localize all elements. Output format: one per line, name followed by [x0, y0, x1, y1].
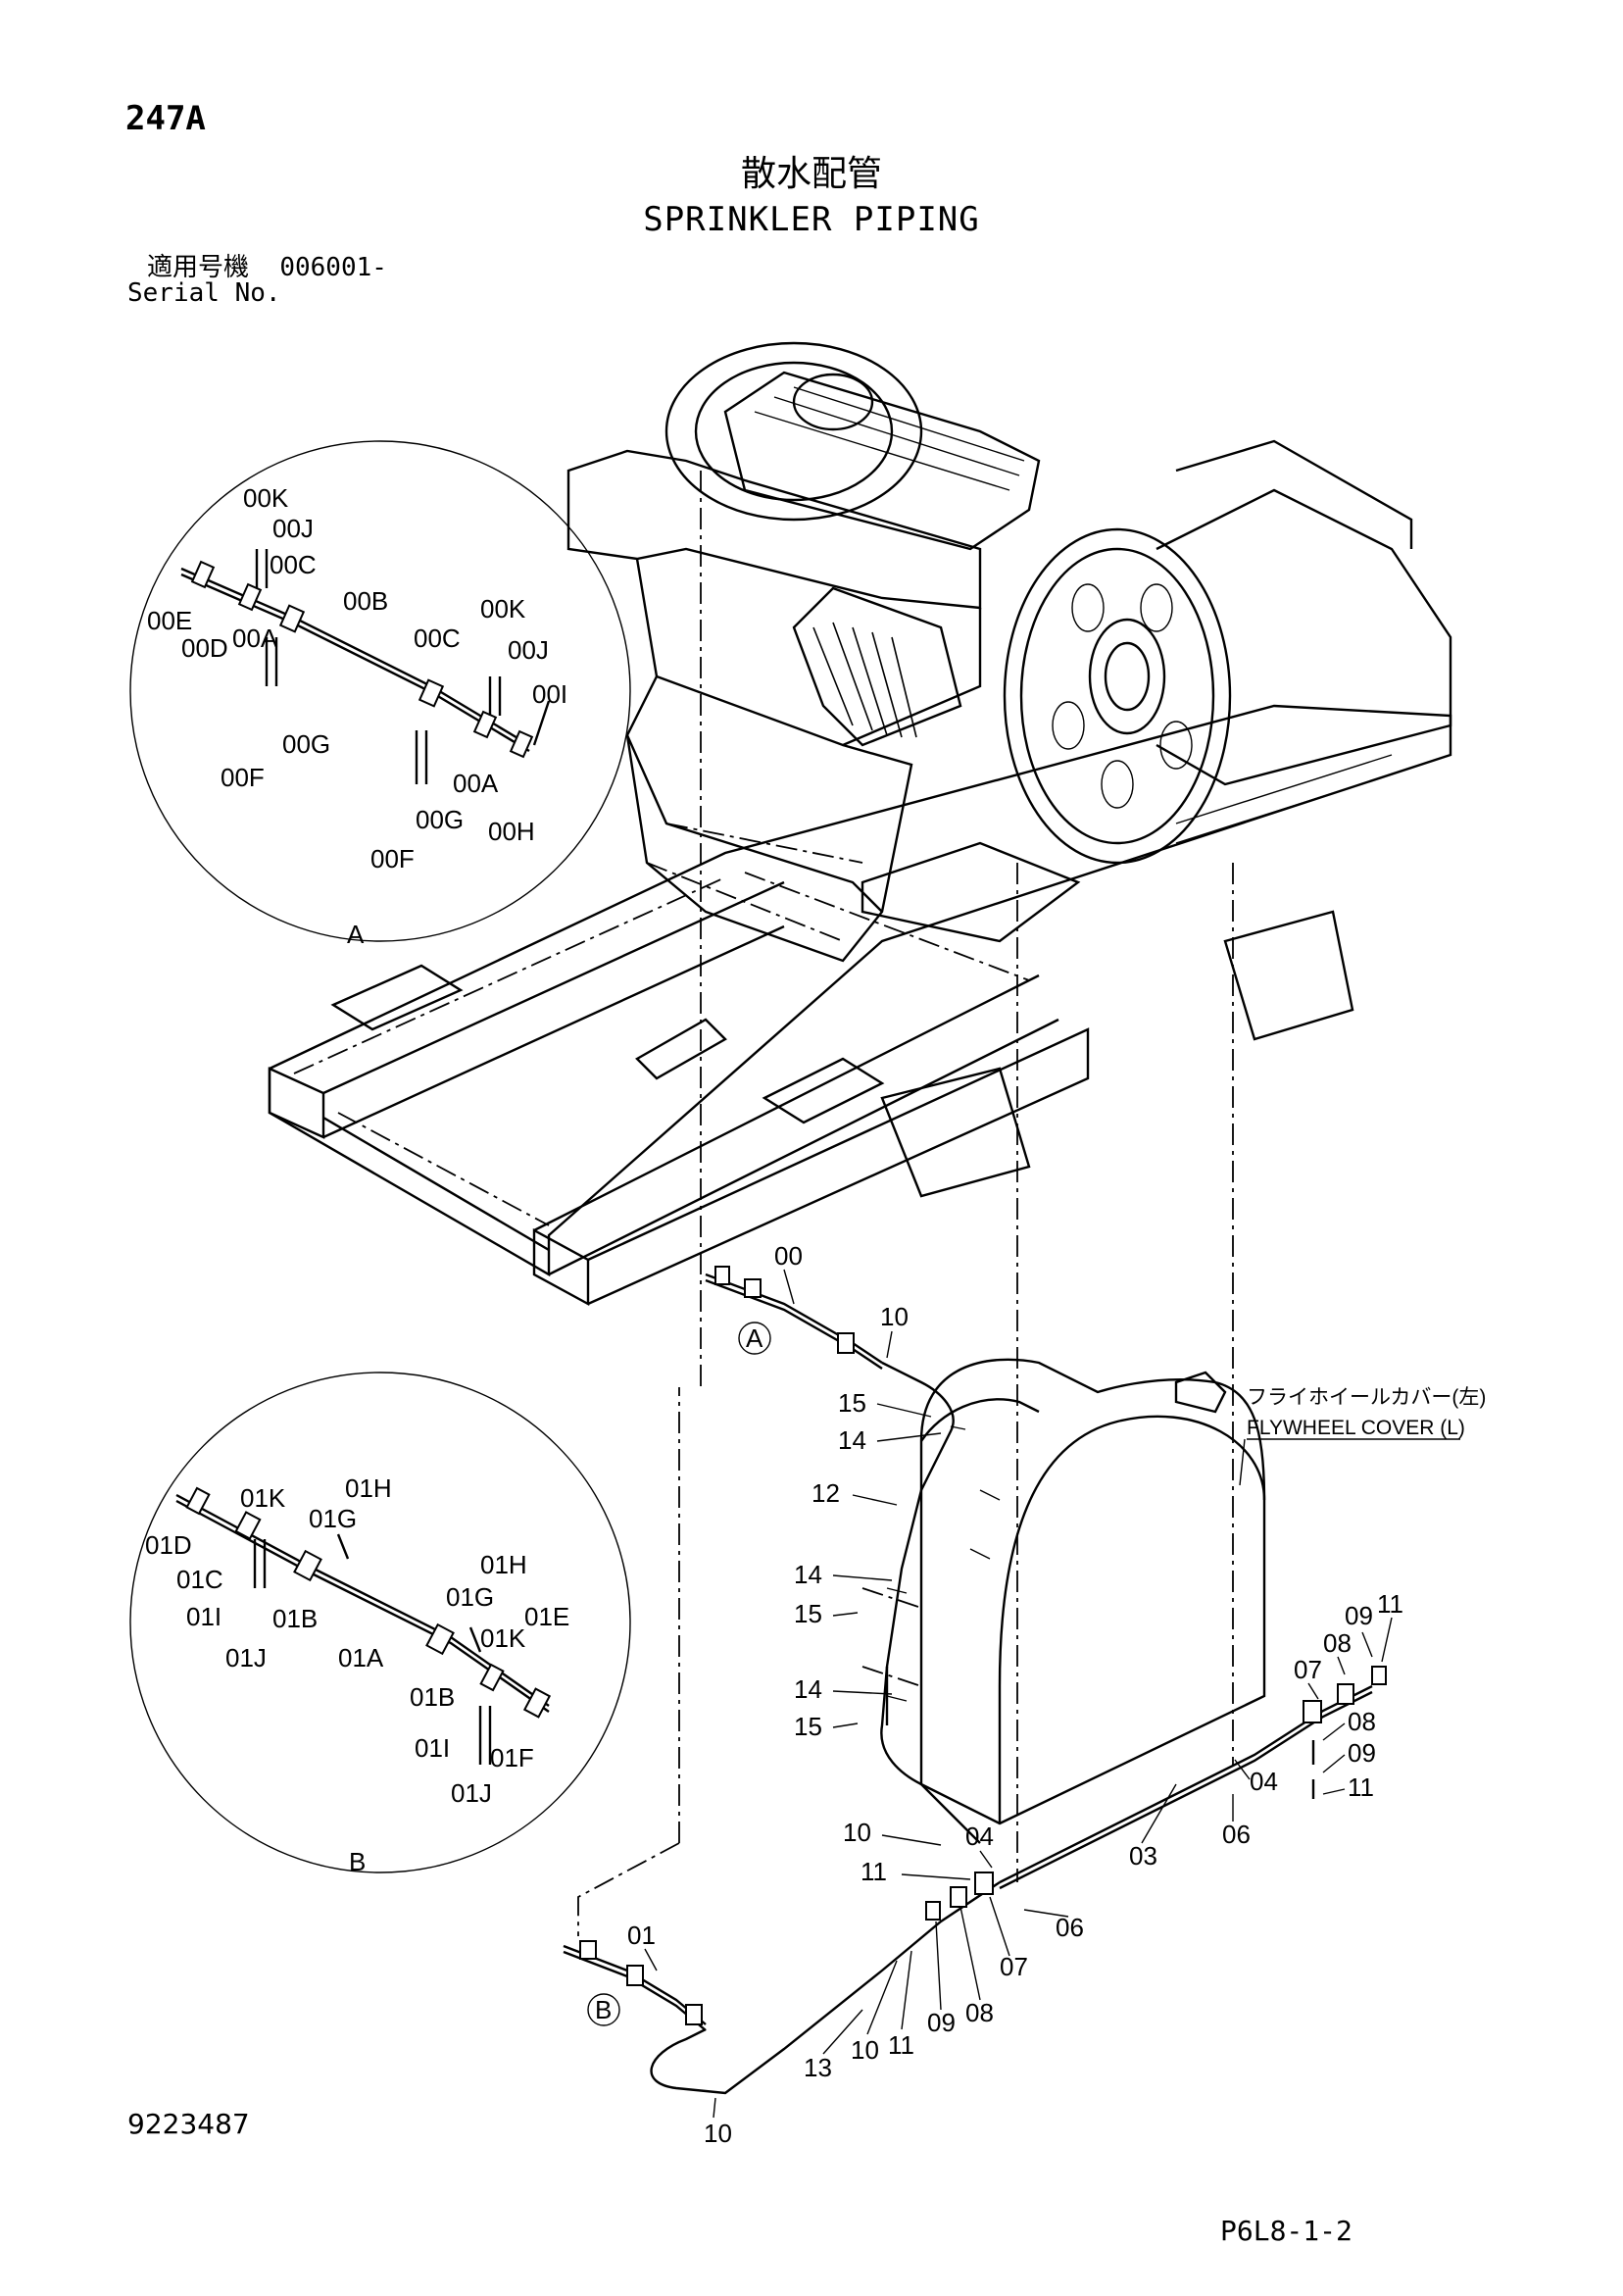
callout-14: 14: [838, 1425, 866, 1455]
label-00j-2: 00J: [508, 635, 549, 665]
label-01i: 01I: [186, 1602, 221, 1631]
callout-15-2: 15: [794, 1599, 822, 1628]
flywheel-label-jp: フライホイールカバー(左): [1247, 1386, 1486, 1409]
label-00f: 00F: [221, 763, 265, 792]
pipe-assembly-00: [705, 1266, 981, 1844]
label-00c: 00C: [270, 550, 317, 579]
callout-04: 04: [965, 1822, 994, 1851]
callout-09-3: 09: [1348, 1738, 1376, 1768]
callout-04-2: 04: [1250, 1767, 1278, 1796]
label-01h-2: 01H: [480, 1550, 527, 1579]
leader-lines: [644, 1269, 1393, 2119]
callout-11-3: 11: [1377, 1589, 1403, 1619]
label-00b: 00B: [343, 586, 388, 616]
callout-11: 11: [861, 1857, 887, 1886]
flywheel-label-en: FLYWHEEL COVER (L): [1247, 1417, 1465, 1439]
callout-10-2: 10: [843, 1818, 871, 1847]
label-00c-2: 00C: [414, 624, 461, 653]
machine-frame: [268, 341, 1452, 1882]
detail-circle-a: [129, 440, 631, 942]
callout-10-4: 10: [704, 2119, 732, 2148]
callout-03: 03: [1129, 1841, 1157, 1871]
detail-a-labels: 00K 00J 00C 00E 00D 00A 00B 00C 00K 00J …: [147, 483, 567, 949]
callout-15-3: 15: [794, 1712, 822, 1741]
callout-01: 01: [627, 1921, 656, 1950]
label-01j-2: 01J: [451, 1778, 492, 1808]
label-00h: 00H: [488, 817, 535, 846]
document-number: 9223487: [127, 2108, 250, 2140]
label-01g: 01G: [309, 1504, 357, 1533]
callout-14-2: 14: [794, 1560, 822, 1589]
callout-08-3: 08: [1348, 1707, 1376, 1736]
label-00a: 00A: [232, 624, 278, 653]
callout-13: 13: [804, 2053, 832, 2082]
title-japanese: 散水配管: [740, 154, 882, 194]
callout-06: 06: [1056, 1913, 1084, 1942]
label-01c: 01C: [176, 1565, 223, 1594]
callout-08-2: 08: [1323, 1628, 1352, 1658]
callout-12: 12: [812, 1478, 840, 1508]
label-01e: 01E: [524, 1602, 569, 1631]
label-01a: 01A: [338, 1643, 384, 1672]
callout-09-2: 09: [1345, 1601, 1373, 1630]
label-00j: 00J: [272, 514, 314, 543]
callout-08: 08: [965, 1998, 994, 2027]
title-english: SPRINKLER PIPING: [643, 200, 980, 239]
callout-06-2: 06: [1222, 1820, 1251, 1849]
label-01g-2: 01G: [446, 1582, 494, 1612]
main-callouts: 00 10 15 14 12 14 15 14 15 10 04 11 01 1…: [627, 1241, 1403, 2148]
detail-b-name: B: [349, 1847, 366, 1876]
label-00k: 00K: [243, 483, 289, 513]
callout-09: 09: [927, 2008, 956, 2037]
flywheel-cover-label: フライホイールカバー(左) FLYWHEEL COVER (L): [1239, 1386, 1486, 1486]
label-01k: 01K: [240, 1483, 286, 1513]
callout-10-3: 10: [851, 2035, 879, 2065]
label-00i: 00I: [532, 679, 567, 709]
label-00a-2: 00A: [453, 769, 499, 798]
label-01i-2: 01I: [415, 1733, 450, 1763]
callout-15: 15: [838, 1388, 866, 1418]
callout-14-3: 14: [794, 1674, 822, 1704]
label-01f: 01F: [490, 1743, 534, 1772]
callout-07-2: 07: [1294, 1655, 1322, 1684]
label-01b: 01B: [272, 1604, 318, 1633]
marker-b: B: [595, 1995, 612, 2024]
serial-row-jp: 適用号機 006001-: [147, 255, 387, 280]
detail-circle-b: [129, 1372, 631, 1873]
diagram-code: 247A: [125, 99, 206, 138]
label-01d: 01D: [145, 1530, 192, 1560]
page-id: P6L8-1-2: [1220, 2215, 1352, 2247]
label-01h: 01H: [345, 1473, 392, 1503]
serial-label-en: Serial No.: [127, 278, 281, 308]
marker-circle-a: [738, 1322, 771, 1355]
callout-10: 10: [880, 1302, 909, 1331]
label-00k-2: 00K: [480, 594, 526, 624]
label-00g-2: 00G: [416, 805, 464, 834]
label-00f-2: 00F: [370, 844, 415, 873]
callout-00: 00: [774, 1241, 803, 1271]
detail-b-labels: 01H 01K 01G 01D 01C 01I 01B 01J 01A 01H …: [145, 1473, 569, 1876]
callout-11-4: 11: [1348, 1772, 1374, 1802]
label-01b-2: 01B: [410, 1682, 455, 1712]
marker-circle-b: [587, 1993, 620, 2026]
callout-07: 07: [1000, 1952, 1028, 1981]
flywheel-cover: [861, 1358, 1266, 1825]
detail-a-name: A: [347, 920, 365, 949]
marker-a: A: [746, 1323, 763, 1353]
serial-value: 006001-: [279, 253, 387, 282]
label-00e: 00E: [147, 606, 192, 635]
serial-label-jp: 適用号機: [147, 253, 250, 282]
label-00g: 00G: [282, 729, 330, 759]
label-01j: 01J: [225, 1643, 267, 1672]
pipe-assembly-01: [563, 1666, 1387, 2095]
callout-11-2: 11: [888, 2030, 914, 2060]
label-01k-2: 01K: [480, 1623, 526, 1653]
label-00d: 00D: [181, 633, 228, 663]
